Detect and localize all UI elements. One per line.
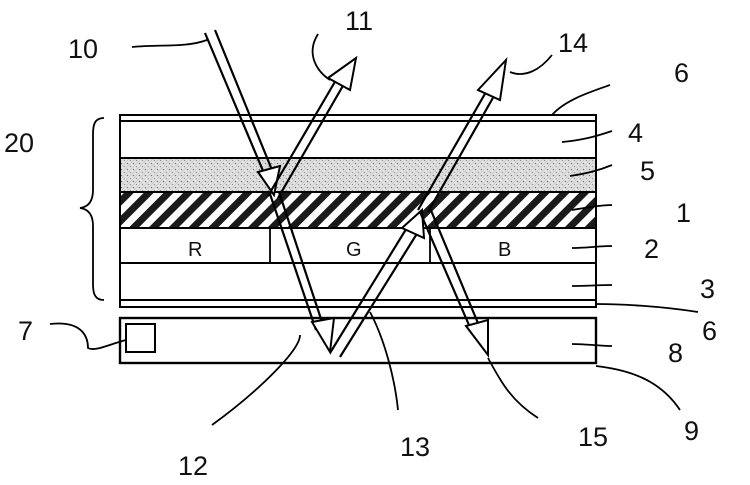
- cell-label-b: B: [498, 239, 511, 261]
- label-6-bottom: 6: [702, 316, 717, 346]
- label-4: 4: [628, 118, 643, 148]
- label-8: 8: [668, 338, 683, 368]
- label-6-top: 6: [674, 58, 689, 88]
- label-2: 2: [644, 234, 659, 264]
- label-20: 20: [4, 128, 34, 158]
- label-10: 10: [68, 34, 98, 64]
- label-12: 12: [178, 451, 208, 481]
- label-14: 14: [558, 28, 588, 58]
- label-1: 1: [676, 198, 691, 228]
- cell-label-r: R: [188, 239, 202, 261]
- layer-5-dotted: [120, 158, 596, 192]
- layer-1-hatched: [120, 192, 596, 228]
- label-11: 11: [345, 6, 373, 36]
- label-15: 15: [578, 422, 608, 452]
- label-13: 13: [400, 432, 430, 462]
- layer-8-light-guide: [120, 318, 596, 363]
- layer-3: [120, 263, 596, 300]
- label-9: 9: [684, 416, 699, 446]
- brace-20: [80, 118, 104, 300]
- cell-label-g: G: [346, 239, 362, 261]
- layer-4: [120, 121, 596, 158]
- label-7: 7: [18, 316, 33, 346]
- label-5: 5: [640, 156, 655, 186]
- light-source-7: [126, 324, 155, 352]
- label-3: 3: [700, 274, 715, 304]
